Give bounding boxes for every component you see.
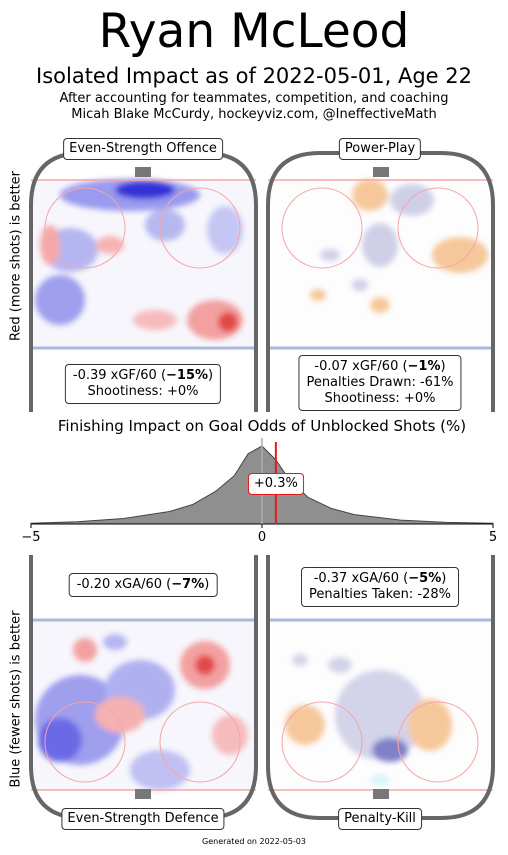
panel-label-power-play: Power-Play xyxy=(338,138,422,160)
stat-line-shootiness: Shootiness: +0% xyxy=(87,384,199,399)
heatmap-penalty-kill xyxy=(285,654,452,786)
page-subtitle: Isolated Impact as of 2022-05-01, Age 22 xyxy=(36,64,472,88)
x-tick-label: 0 xyxy=(257,530,267,545)
stat-line-xgf: -0.39 xGF/60 (−15%) xyxy=(72,368,214,383)
x-tick-label: 5 xyxy=(488,530,498,545)
page-title: Ryan McLeod xyxy=(98,4,410,59)
heatmap-ev-offence xyxy=(35,179,243,340)
stat-box-penalty-kill: -0.37 xGA/60 (−5%) Penalties Taken: -28% xyxy=(301,567,459,607)
stat-line-shootiness: Shootiness: +0% xyxy=(324,391,436,406)
stat-box-ev-defence: -0.20 xGA/60 (−7%) xyxy=(68,573,218,597)
rink-ev-offence xyxy=(29,151,258,412)
panel-label-ev-defence: Even-Strength Defence xyxy=(61,808,225,830)
footer-generated-date: Generated on 2022-05-03 xyxy=(202,837,306,846)
chart-title: Finishing Impact on Goal Odds of Unblock… xyxy=(57,417,467,435)
stat-line-penalties-drawn: Penalties Drawn: -61% xyxy=(306,375,454,390)
x-tick-label: −5 xyxy=(21,530,41,545)
stat-box-power-play: -0.07 xGF/60 (−1%) Penalties Drawn: -61%… xyxy=(298,355,462,411)
stat-box-ev-offence: -0.39 xGF/60 (−15%) Shootiness: +0% xyxy=(64,364,222,404)
panel-label-penalty-kill: Penalty-Kill xyxy=(338,808,422,830)
rink-penalty-kill xyxy=(266,555,495,820)
stat-line-xgf: -0.07 xGF/60 (−1%) xyxy=(314,359,446,374)
player-value-label: +0.3% xyxy=(247,473,304,495)
credit-line-2: Micah Blake McCurdy, hockeyviz.com, @Ine… xyxy=(71,107,437,122)
stat-line-xga: -0.20 xGA/60 (−7%) xyxy=(76,577,210,592)
panel-label-ev-offence: Even-Strength Offence xyxy=(63,138,223,160)
rink-power-play xyxy=(266,151,495,412)
heatmap-ev-defence xyxy=(35,634,248,790)
stat-line-penalties-taken: Penalties Taken: -28% xyxy=(309,587,451,602)
stat-line-xga: -0.37 xGA/60 (−5%) xyxy=(313,571,447,586)
credit-line-1: After accounting for teammates, competit… xyxy=(59,91,449,106)
